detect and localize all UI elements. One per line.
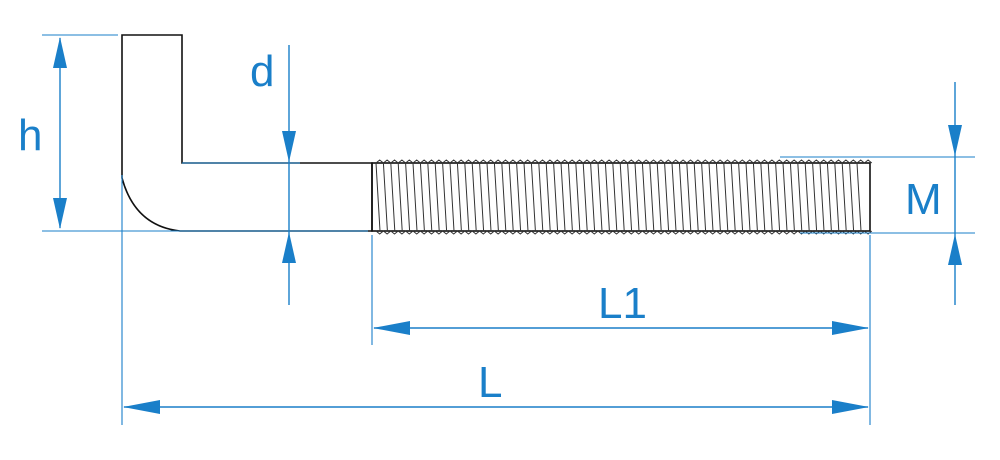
label-m: M (905, 175, 942, 224)
label-l1: L1 (598, 279, 647, 328)
label-h: h (18, 111, 42, 160)
dimension-h (53, 37, 67, 229)
dimension-l (123, 400, 869, 414)
threaded-section (371, 162, 871, 232)
dimension-l1 (373, 321, 869, 335)
label-d: d (250, 47, 274, 96)
thread-lines (375, 162, 862, 232)
label-l: L (478, 358, 502, 407)
bolt-outline (121, 34, 873, 235)
dimension-d (282, 45, 296, 305)
thread-pattern (375, 159, 873, 235)
thread-crests (375, 159, 873, 235)
extension-lines (42, 34, 975, 425)
dimension-m (948, 82, 962, 305)
